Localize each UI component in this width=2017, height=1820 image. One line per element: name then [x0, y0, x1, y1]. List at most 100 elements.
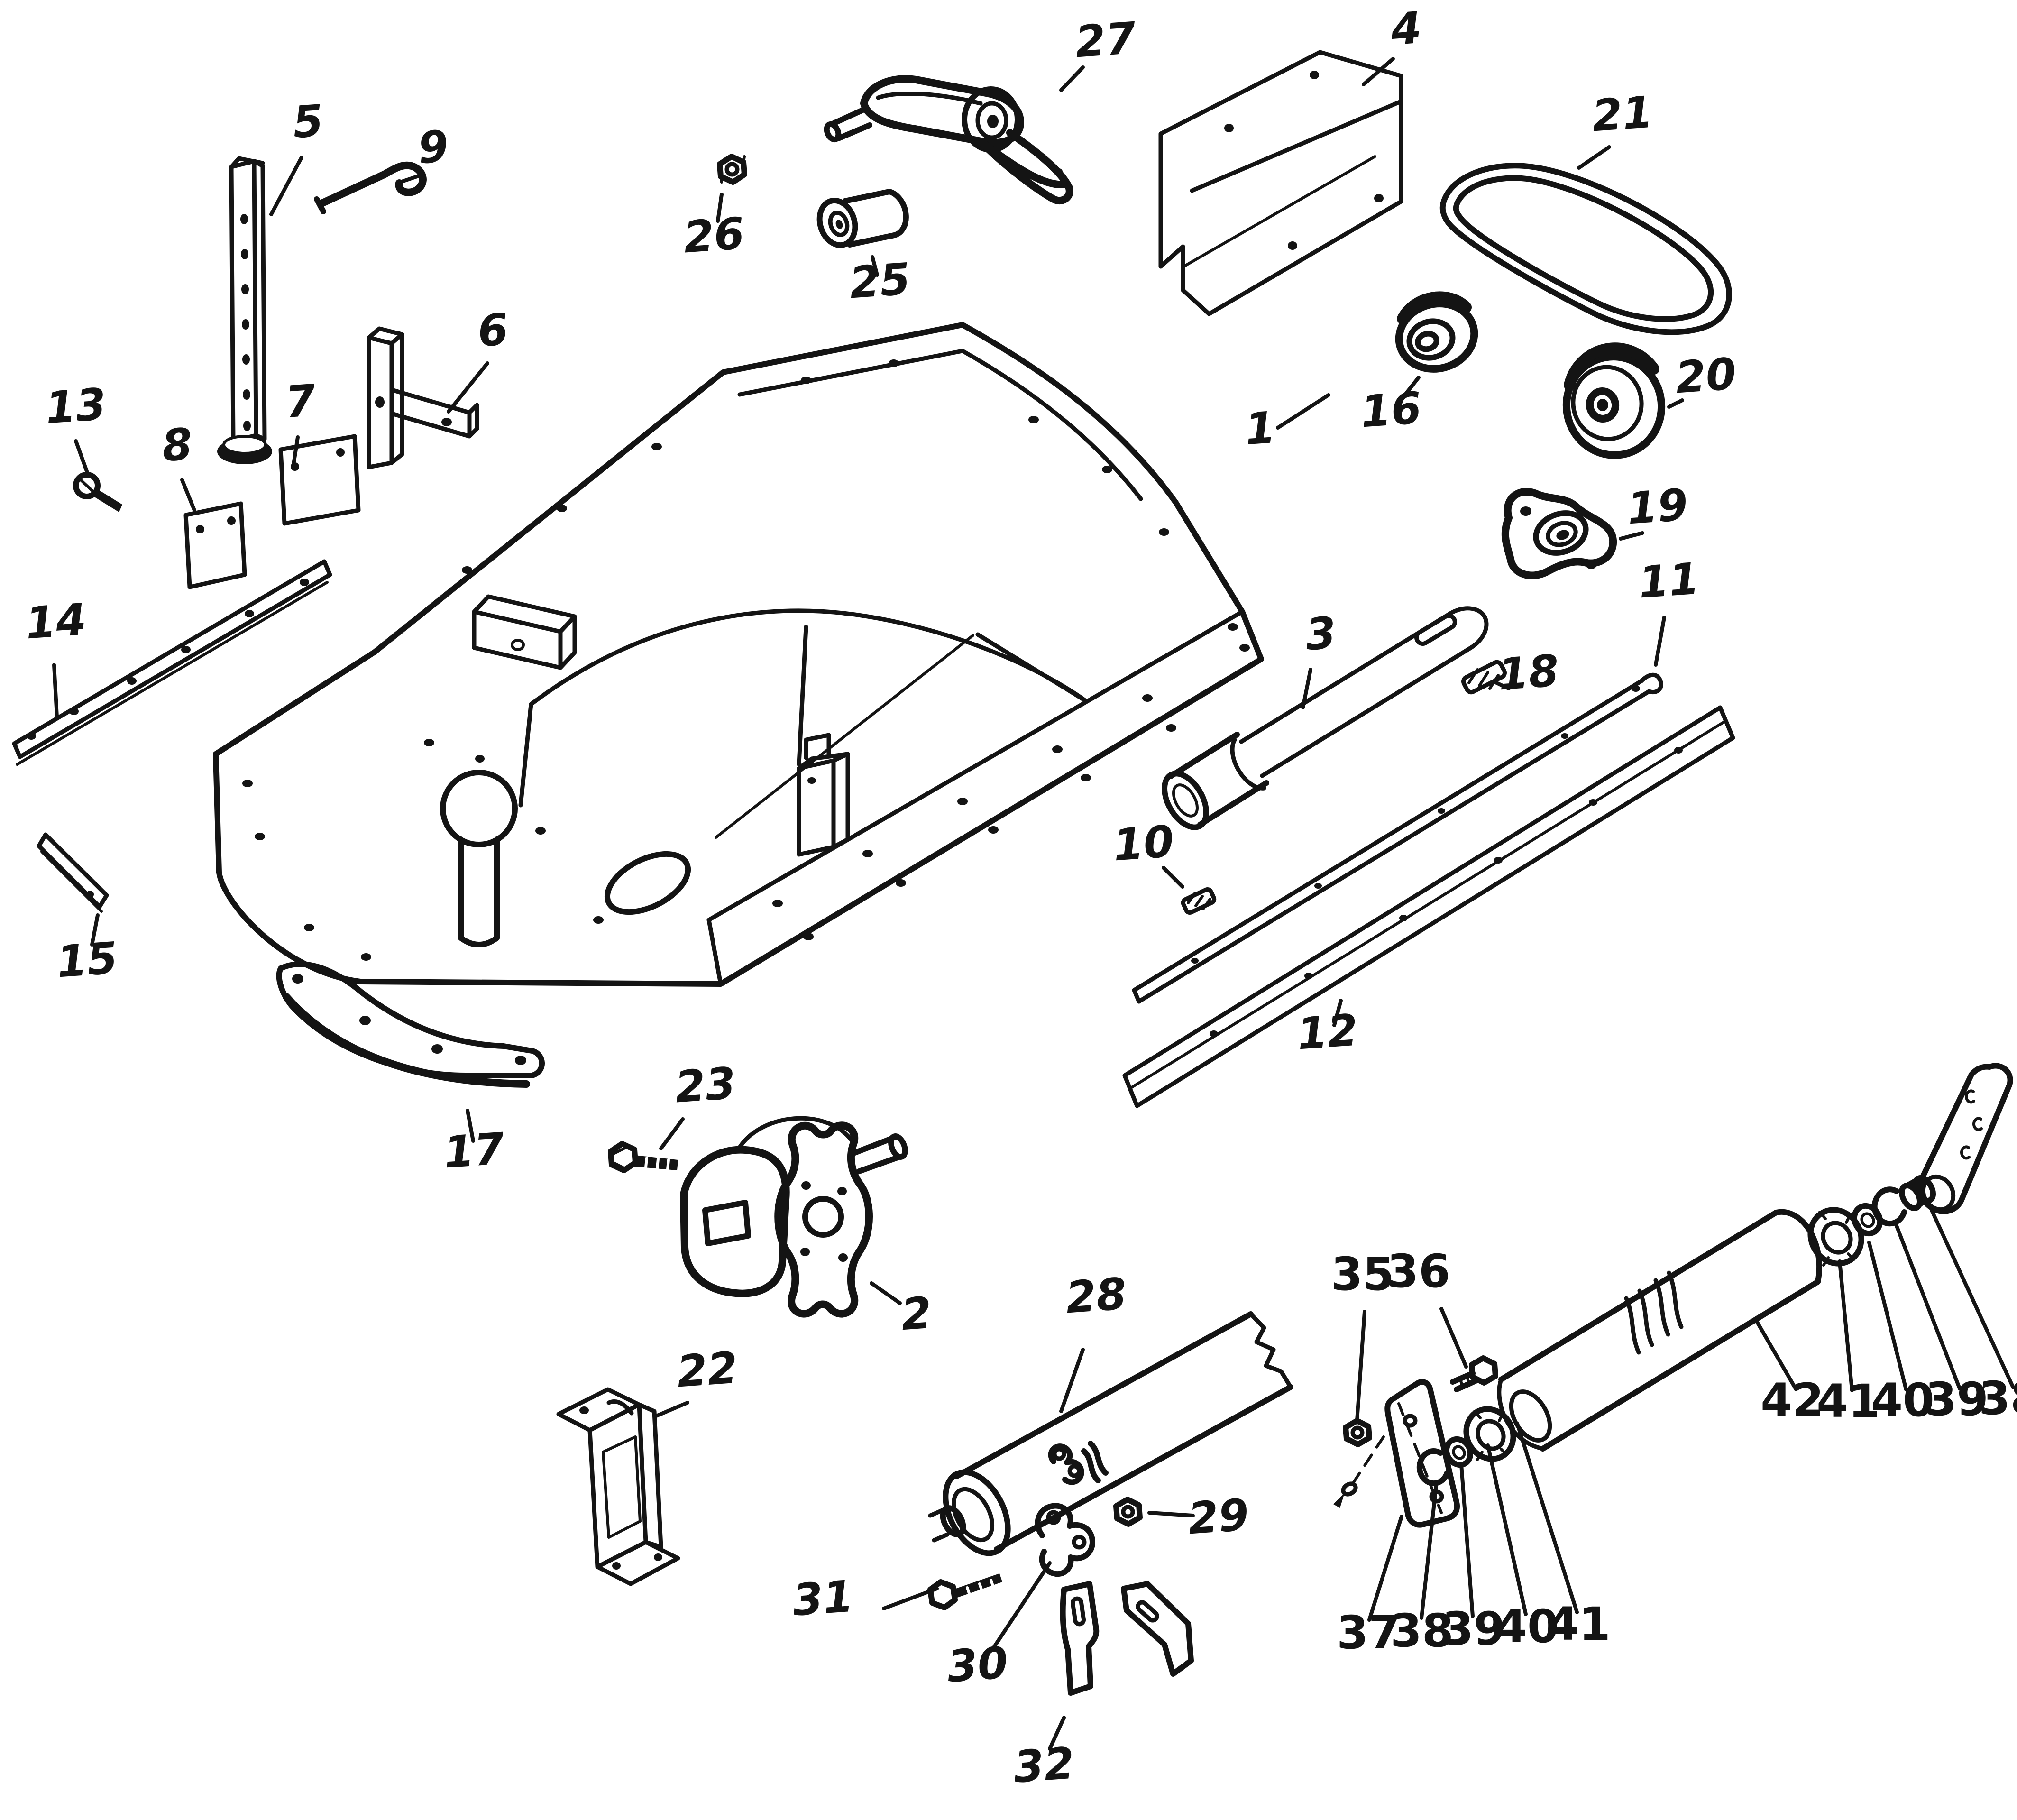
- part-label-1: 1: [1243, 402, 1277, 455]
- part-28-rotor-tube: [928, 1311, 1293, 1556]
- part-label-9: 9: [416, 121, 450, 174]
- part-label-11: 11: [1637, 553, 1701, 608]
- part-label-25-leader: [871, 255, 879, 277]
- part-label-38-right-leader: [1930, 1208, 2015, 1389]
- part-26-hex-nut: [717, 154, 747, 185]
- part-label-39-right: 39: [1925, 1373, 1989, 1426]
- part-35-hex-nut: [1343, 1418, 1372, 1447]
- part-label-29: 29: [1186, 1489, 1250, 1544]
- part-label-37-leader: [1367, 1515, 1403, 1622]
- part-label-2-leader: [870, 1281, 902, 1305]
- part-label-11-leader: [1654, 616, 1666, 667]
- part-41-bearing-right: [1807, 1207, 1864, 1267]
- part-label-41-bottom: 41: [1547, 1598, 1611, 1651]
- part-label-26-leader: [716, 193, 724, 223]
- part-label-16-leader: [1403, 376, 1421, 397]
- part-18-key: [1461, 660, 1507, 695]
- part-label-15-leader: [90, 913, 100, 947]
- part-19-bearing-flange: [1501, 488, 1617, 579]
- part-label-9-leader: [398, 174, 422, 184]
- part-label-39-bottom: 39: [1442, 1602, 1505, 1655]
- part-label-35-leader: [1355, 1310, 1366, 1423]
- part-4-belt-guard: [1158, 50, 1403, 316]
- part-label-27: 27: [1073, 13, 1137, 68]
- part-label-10: 10: [1111, 816, 1175, 871]
- part-21-belt: [1439, 163, 1732, 335]
- part-label-41-bottom-leader: [1515, 1422, 1579, 1614]
- part-label-39-right-leader: [1894, 1222, 1962, 1390]
- part-label-14: 14: [24, 594, 88, 649]
- part-label-12: 12: [1295, 1005, 1359, 1060]
- part-roller-arm-right: [1917, 1063, 2013, 1214]
- part-label-42-leader: [1755, 1320, 1798, 1391]
- part-31-hex-bolt: [927, 1573, 1002, 1610]
- part-label-16: 16: [1359, 383, 1423, 438]
- part-label-7-leader: [291, 435, 300, 469]
- part-label-20-leader: [1667, 398, 1684, 409]
- part-label-17: 17: [442, 1123, 506, 1178]
- part-13-screw: [73, 472, 122, 512]
- part-label-37: 37: [1337, 1606, 1400, 1659]
- part-label-29-leader: [1147, 1511, 1195, 1517]
- part-6-t-bracket: [367, 326, 479, 469]
- part-5-support-post: [217, 156, 272, 464]
- part-label-41-right: 41: [1816, 1375, 1880, 1428]
- part-label-3-leader: [1301, 668, 1312, 709]
- part-15-strip: [37, 832, 109, 913]
- part-label-42: 42: [1760, 1374, 1824, 1427]
- part-label-32-leader: [1048, 1716, 1066, 1751]
- part-label-30: 30: [945, 1637, 1009, 1692]
- part-label-18-leader: [1493, 680, 1511, 690]
- part-9-hook-pin: [314, 161, 427, 214]
- part-7-mount-plate: [278, 434, 361, 526]
- part-20-large-pulley: [1562, 342, 1666, 459]
- part-label-6: 6: [476, 304, 510, 357]
- part-label-2: 2: [899, 1287, 933, 1340]
- part-label-38-right: 38: [1979, 1372, 2017, 1425]
- part-39-snap-ring-left: [1416, 1448, 1450, 1486]
- part-1-housing: [213, 322, 1264, 987]
- part-label-28: 28: [1064, 1268, 1128, 1324]
- part-label-10-leader: [1162, 866, 1184, 889]
- part-32-flail-knife-left: [1060, 1581, 1100, 1696]
- part-label-14-leader: [52, 663, 59, 719]
- part-32-flail-knife-right: [1121, 1581, 1194, 1677]
- part-12-blade-bar-lower: [1122, 705, 1735, 1108]
- part-label-6-leader: [447, 361, 489, 414]
- part-27-tension-handle: [824, 75, 1073, 205]
- part-17-skid-shoe: [276, 961, 545, 1088]
- part-label-31-leader: [882, 1587, 939, 1610]
- part-29-hex-nut: [1113, 1497, 1143, 1527]
- part-label-38-bottom: 38: [1390, 1604, 1454, 1657]
- part-label-15: 15: [55, 933, 119, 988]
- part-label-13: 13: [44, 379, 108, 434]
- part-label-26: 26: [682, 208, 746, 263]
- part-10-key: [1181, 887, 1217, 915]
- part-label-4: 4: [1389, 2, 1423, 55]
- part-label-18: 18: [1496, 645, 1560, 700]
- part-label-8-leader: [180, 478, 196, 512]
- part-label-30-leader: [992, 1561, 1052, 1649]
- part-label-32: 32: [1012, 1738, 1076, 1793]
- part-label-23: 23: [673, 1058, 737, 1113]
- part-2-gearbox: [680, 1116, 908, 1318]
- part-label-21: 21: [1590, 87, 1654, 142]
- part-36-hex-bolt: [1450, 1355, 1498, 1392]
- part-label-17-leader: [466, 1109, 475, 1143]
- part-label-25: 25: [848, 254, 912, 309]
- part-22-bracket: [556, 1387, 680, 1586]
- part-30-shackle: [1035, 1503, 1095, 1577]
- part-38-bushing-right: [1899, 1175, 1936, 1211]
- part-39-snap-ring-right: [1871, 1186, 1907, 1227]
- part-label-19: 19: [1625, 479, 1689, 534]
- part-label-13-leader: [74, 439, 90, 477]
- part-label-3: 3: [1304, 607, 1338, 660]
- part-8-mount-plate: [183, 501, 247, 589]
- part-label-22: 22: [675, 1342, 739, 1397]
- part-label-39-bottom-leader: [1459, 1462, 1475, 1618]
- part-label-28-leader: [1059, 1348, 1085, 1413]
- part-label-38-bottom-leader: [1420, 1480, 1439, 1620]
- part-label-19-leader: [1619, 531, 1644, 541]
- part-label-40-right: 40: [1871, 1374, 1934, 1427]
